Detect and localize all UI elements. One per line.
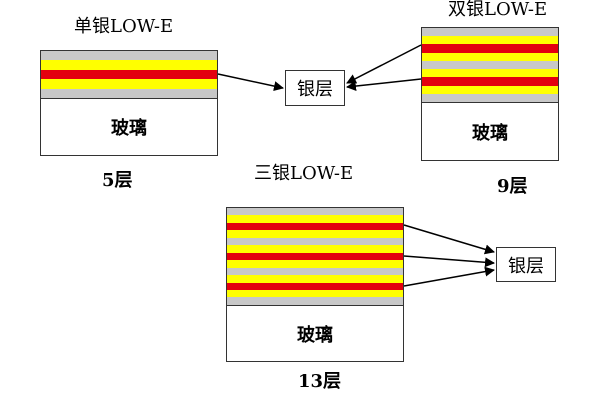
arrow-triple-upper-to-silver — [403, 224, 495, 255]
coating-layer-gray — [422, 28, 558, 37]
silver-layer-label-top-text: 银层 — [297, 79, 333, 100]
triple-silver-coating-stack — [226, 207, 404, 306]
double-silver-layer-count: 9层 — [497, 176, 528, 197]
coating-layer-gray — [227, 237, 403, 246]
coating-layer-red — [227, 252, 403, 261]
coating-layer-red — [422, 44, 558, 53]
double-silver-glass: 玻璃 — [421, 102, 559, 161]
coating-layer-yellow — [227, 260, 403, 268]
single-silver-title: 单银LOW-E — [74, 16, 174, 37]
double-silver-title: 双银LOW-E — [448, 0, 548, 20]
coating-layer-yellow — [422, 36, 558, 45]
double-silver-coating-stack — [421, 27, 559, 103]
single-silver-glass-label: 玻璃 — [111, 118, 147, 139]
coating-layer-yellow — [422, 85, 558, 94]
coating-layer-gray — [227, 267, 403, 276]
coating-layer-gray — [227, 208, 403, 216]
silver-layer-label-top: 银层 — [285, 70, 345, 106]
triple-silver-glass-label: 玻璃 — [297, 324, 333, 346]
coating-layer-gray — [422, 93, 558, 102]
single-silver-glass: 玻璃 — [40, 98, 218, 156]
coating-layer-gray — [227, 297, 403, 305]
coating-layer-red — [227, 282, 403, 290]
double-silver-glass-label: 玻璃 — [472, 122, 508, 144]
coating-layer-yellow — [227, 245, 403, 253]
coating-layer-yellow — [227, 230, 403, 238]
arrow-triple-lower-to-silver — [403, 266, 495, 287]
arrow-single-to-silver — [217, 73, 284, 91]
coating-layer-gray — [422, 60, 558, 70]
coating-layer-yellow — [227, 215, 403, 223]
coating-layer-red — [227, 222, 403, 231]
triple-silver-glass: 玻璃 — [226, 305, 404, 362]
coating-layer-yellow — [227, 289, 403, 298]
coating-layer-red — [422, 77, 558, 86]
silver-layer-label-bottom: 银层 — [496, 247, 556, 282]
coating-layer-gray — [41, 88, 217, 98]
arrow-double-lower-to-silver — [346, 78, 422, 92]
triple-silver-layer-count: 13层 — [298, 371, 342, 392]
silver-layer-label-bottom-text: 银层 — [508, 255, 544, 277]
coating-layer-yellow — [422, 52, 558, 61]
arrow-triple-middle-to-silver — [403, 255, 495, 268]
single-silver-layer-count: 5层 — [102, 170, 133, 191]
coating-layer-yellow — [41, 60, 217, 70]
coating-layer-yellow — [227, 275, 403, 283]
coating-layer-yellow — [41, 79, 217, 89]
coating-layer-red — [41, 69, 217, 80]
triple-silver-title: 三银LOW-E — [254, 163, 354, 184]
arrow-double-upper-to-silver — [346, 44, 422, 84]
coating-layer-gray — [41, 51, 217, 61]
coating-layer-yellow — [422, 69, 558, 78]
